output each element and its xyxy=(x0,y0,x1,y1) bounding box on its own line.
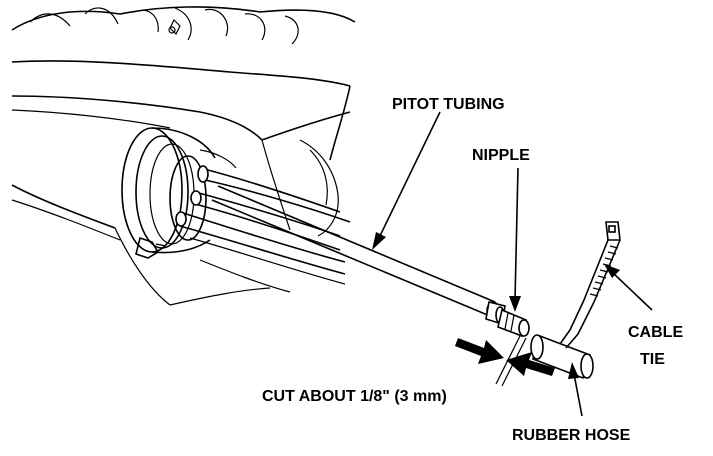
cable-tie-drawing xyxy=(559,221,621,349)
cut-left-arrow xyxy=(455,338,504,364)
leader-arrows xyxy=(372,111,653,417)
rubber-hose-leader-line xyxy=(573,373,583,417)
nipple-arrowhead xyxy=(509,296,521,312)
cut-label: CUT ABOUT 1/8" (3 mm) xyxy=(262,388,447,405)
pitot-tubing-drawing xyxy=(211,185,506,326)
cable-label: CABLE xyxy=(628,324,683,341)
rubber-hose-arrowhead xyxy=(568,362,579,379)
tie-label: TIE xyxy=(640,351,665,368)
cable-tie-arrowhead xyxy=(604,264,620,278)
nipple-drawing xyxy=(497,308,530,338)
cable-tie-leader-line xyxy=(611,271,653,311)
cut-line-1 xyxy=(495,335,521,385)
collar-assembly xyxy=(121,127,237,259)
cut-right-arrow xyxy=(506,352,555,376)
nipple-label: NIPPLE xyxy=(472,147,530,164)
cut-line-2 xyxy=(501,337,527,387)
pitot-tubing-label: PITOT TUBING xyxy=(392,96,505,113)
rubber-hose-label: RUBBER HOSE xyxy=(512,427,631,444)
cut-marker xyxy=(455,335,555,387)
nipple-leader-line xyxy=(514,167,519,301)
pitot-tubing-arrowhead xyxy=(372,232,386,250)
rubber-hose-drawing xyxy=(530,334,594,380)
pitot-tubing-leader-line xyxy=(377,111,441,241)
engine-housing-drawing xyxy=(11,6,356,306)
